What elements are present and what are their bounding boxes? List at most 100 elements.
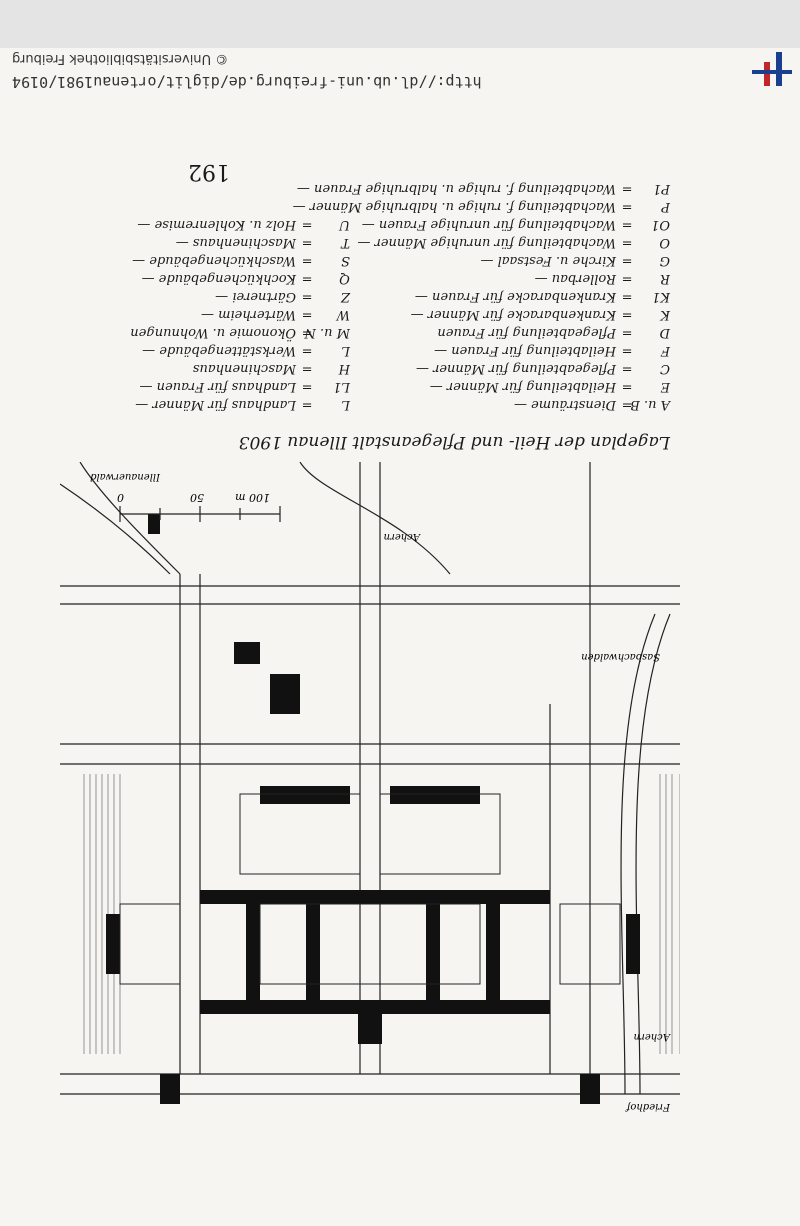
legend-text: Ökonomie u. Wohnungen bbox=[130, 325, 296, 340]
legend-text: Pflegeabteilung für Frauen bbox=[437, 325, 616, 340]
legend-code: O1 bbox=[651, 217, 670, 232]
legend-row: H = Maschinenhaus bbox=[193, 361, 350, 376]
legend-text: Wachabteilung für unruhige Frauen — bbox=[361, 217, 616, 232]
legend-text: Landhaus für Männer — bbox=[135, 397, 296, 412]
legend-equals: = bbox=[621, 181, 633, 196]
legend-text: Maschinenhaus bbox=[192, 361, 296, 376]
legend-equals: = bbox=[301, 271, 313, 286]
legend-row: U=Holz u. Kohlenremise — bbox=[137, 217, 350, 232]
road-label-achern-top: Achern bbox=[384, 531, 421, 542]
scale-bar bbox=[119, 506, 281, 522]
legend-equals: = bbox=[621, 343, 633, 358]
legend-row: E = Heilabteilung für Männer — bbox=[430, 379, 670, 394]
legend-row: W = Wärterheim — bbox=[201, 307, 350, 322]
legend-row: P1 = Wachabteilung f. ruhige u. halbruhige… bbox=[297, 181, 670, 196]
source-url[interactable]: http://dl.ub.uni-freiburg.de/diglit/orte… bbox=[12, 73, 482, 91]
legend-text: Maschinenhaus — bbox=[175, 235, 296, 250]
rotated-page-content: http://dl.ub.uni-freiburg.de/diglit/orte… bbox=[0, 48, 800, 1226]
legend-code: M u. N bbox=[304, 325, 350, 340]
legend-code: H bbox=[338, 361, 350, 376]
legend-row: L = Werkstättengebäude — bbox=[142, 343, 350, 358]
legend-row: T=Maschinenhaus — bbox=[176, 235, 350, 250]
legend-row: Q=Kochküchengebäude — bbox=[142, 271, 350, 286]
legend-equals: = bbox=[621, 325, 633, 340]
legend-code: E bbox=[660, 379, 671, 394]
legend-code: G bbox=[659, 253, 670, 268]
legend-row: K1=Krankenbaracke für Frauen — bbox=[415, 289, 670, 304]
roads bbox=[60, 462, 680, 1095]
legend-text: Rollerbau — bbox=[534, 271, 616, 286]
legend-equals: = bbox=[301, 325, 313, 340]
road-label-sasbachwalden: Sasbachwalden bbox=[581, 651, 660, 662]
legend-equals: = bbox=[621, 397, 633, 412]
legend-text: Wachabteilung f. ruhige u. halbruhige Fr… bbox=[296, 181, 616, 196]
legend-text: Waschküchengebäude — bbox=[132, 253, 296, 268]
legend-code: L bbox=[341, 343, 350, 358]
legend-code: P1 bbox=[652, 181, 670, 196]
legend-text: Heilabteilung für Männer — bbox=[429, 379, 616, 394]
legend-row: M u. N= Ökonomie u. Wohnungen bbox=[130, 325, 350, 340]
road-label-illenauerwald: Illenauerwald bbox=[90, 471, 161, 482]
legend-code: F bbox=[660, 343, 670, 358]
legend-code: D bbox=[659, 325, 670, 340]
legend-text: Pflegeabteilung für Männer — bbox=[415, 361, 616, 376]
legend-equals: = bbox=[301, 379, 313, 394]
legend-text: Krankenbaracke für Männer — bbox=[410, 307, 616, 322]
legend-text: Wachabteilung f. ruhige u. halbruhige Mä… bbox=[292, 199, 616, 214]
legend-code: Z bbox=[340, 289, 350, 304]
legend-row: S=Waschküchengebäude — bbox=[132, 253, 350, 268]
legend-code: C bbox=[660, 361, 670, 376]
legend-equals: = bbox=[621, 199, 633, 214]
legend-text: Heilabteilung für Frauen — bbox=[434, 343, 616, 358]
legend-equals: = bbox=[621, 379, 633, 394]
legend-equals: = bbox=[301, 307, 313, 322]
scanned-page: http://dl.ub.uni-freiburg.de/diglit/orte… bbox=[0, 48, 800, 1226]
legend-row: D = Pflegeabteilung für Frauen bbox=[437, 325, 670, 340]
legend-equals: = bbox=[621, 253, 633, 268]
legend-equals: = bbox=[621, 361, 633, 376]
legend-equals: = bbox=[621, 307, 633, 322]
copyright-notice: © Universitätsbibliothek Freiburg bbox=[12, 51, 229, 66]
legend-code: W bbox=[336, 307, 350, 322]
legend-equals: = bbox=[301, 235, 313, 250]
legend-equals: = bbox=[621, 271, 633, 286]
legend-text: Krankenbaracke für Frauen — bbox=[414, 289, 616, 304]
legend-equals: = bbox=[621, 235, 633, 250]
legend-row: L1 = Landhaus für Frauen — bbox=[140, 379, 350, 394]
scale-label: 100 m bbox=[235, 491, 270, 504]
legend-code: K1 bbox=[652, 289, 670, 304]
legend-code: L1 bbox=[333, 379, 350, 394]
legend-equals: = bbox=[301, 289, 313, 304]
legend-equals: = bbox=[301, 397, 313, 412]
legend-text: Gärtnerei — bbox=[215, 289, 296, 304]
legend-text: Werkstättengebäude — bbox=[142, 343, 296, 358]
legend-equals: = bbox=[301, 253, 313, 268]
page-number: 192 bbox=[188, 159, 230, 184]
legend-equals: = bbox=[621, 217, 633, 232]
site-plan-map: 100 m 50 0 Friedhof Achern Sasbachwalden… bbox=[60, 462, 680, 1134]
legend-code: L bbox=[341, 397, 350, 412]
legend-row: L = Landhaus für Männer — bbox=[135, 397, 350, 412]
legend-row: Z = Gärtnerei — bbox=[215, 289, 350, 304]
legend-code: U bbox=[339, 217, 350, 232]
legend-code: P bbox=[661, 199, 670, 214]
legend-text: Landhaus für Frauen — bbox=[139, 379, 296, 394]
legend-code: K bbox=[660, 307, 670, 322]
legend-text: Kirche u. Festsaal — bbox=[480, 253, 616, 268]
legend-code: A u. B bbox=[630, 397, 670, 412]
legend-equals: = bbox=[301, 361, 313, 376]
legend-row: K = Krankenbaracke für Männer — bbox=[411, 307, 670, 322]
legend-equals: = bbox=[301, 217, 313, 232]
road-label-friedhof: Friedhof bbox=[624, 1101, 671, 1112]
legend-equals: = bbox=[301, 343, 313, 358]
scale-mid-label: 50 bbox=[190, 491, 204, 504]
legend-text: Wachabteilung für unruhige Männer — bbox=[357, 235, 616, 250]
legend-row: C = Pflegeabteilung für Männer — bbox=[416, 361, 670, 376]
road-label-achern-bottom: Achern bbox=[634, 1031, 671, 1042]
legend-row: O=Wachabteilung für unruhige Männer — bbox=[357, 235, 670, 250]
scale-zero-label: 0 bbox=[117, 491, 124, 504]
viewer-toolbar bbox=[0, 0, 800, 49]
legend-code: R bbox=[660, 271, 670, 286]
legend-row: G = Kirche u. Festsaal — bbox=[480, 253, 670, 268]
legend-text: Wärterheim — bbox=[200, 307, 296, 322]
